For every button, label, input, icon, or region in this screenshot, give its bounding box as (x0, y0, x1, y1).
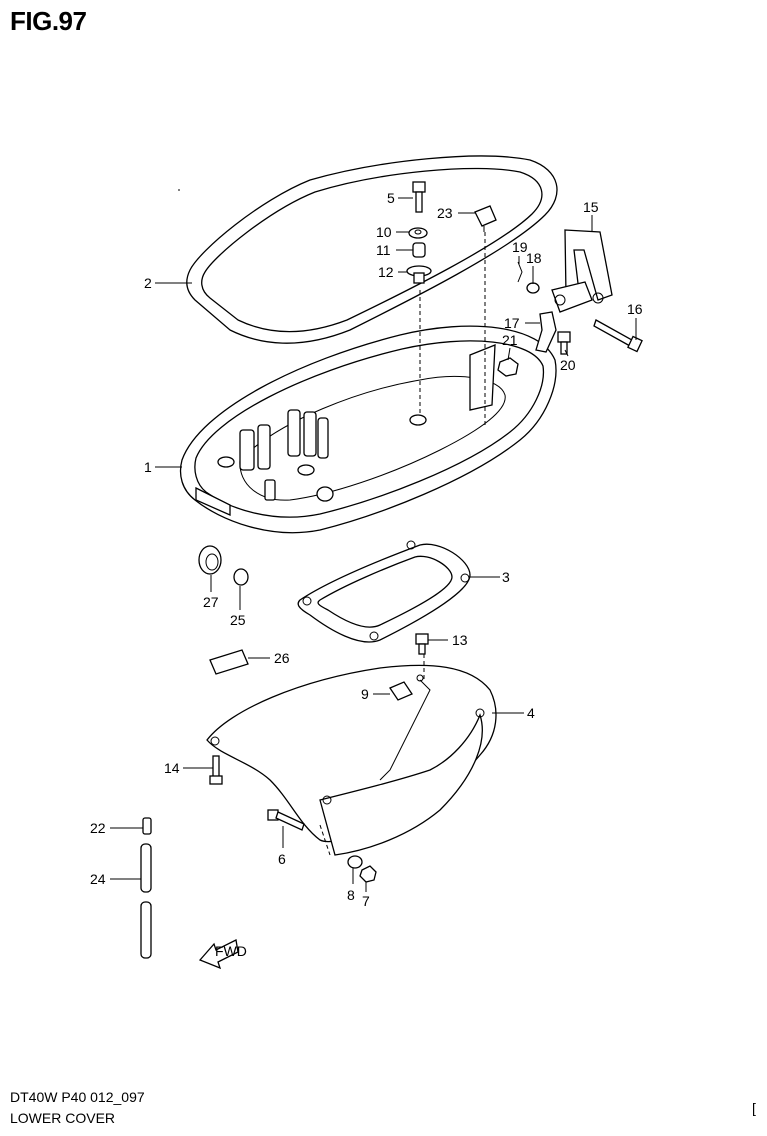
collar-11-part (412, 242, 426, 258)
pin-19-part (517, 261, 523, 283)
callout-22: 22 (90, 820, 106, 836)
figure-title: FIG.97 (10, 6, 87, 36)
callout-4: 4 (527, 705, 535, 721)
callout-27: 27 (203, 594, 219, 610)
bolt-14-part (209, 755, 223, 785)
callout-21: 21 (502, 332, 518, 348)
nut-21-part (497, 357, 519, 377)
corner-mark: [ (752, 1100, 756, 1116)
bracket-15-part (551, 229, 613, 313)
callout-1: 1 (144, 459, 152, 475)
callout-25: 25 (230, 612, 246, 628)
callout-5: 5 (387, 190, 395, 206)
clip-23-part (474, 205, 497, 232)
callout-2: 2 (144, 275, 152, 291)
callout-26: 26 (274, 650, 290, 666)
callout-15: 15 (583, 199, 599, 215)
callout-6: 6 (278, 851, 286, 867)
callout-16: 16 (627, 301, 643, 317)
callout-17: 17 (504, 315, 520, 331)
seal-ring-part (178, 155, 558, 344)
callout-24: 24 (90, 871, 106, 887)
plate-17-part (535, 311, 557, 353)
callout-18: 18 (526, 250, 542, 266)
bolt-20-part (557, 331, 571, 355)
diagram-code: DT40W P40 012_097 (10, 1089, 145, 1105)
nut-7-part (359, 865, 377, 883)
bolt-13-part (415, 633, 429, 655)
hose-24-part (140, 843, 152, 959)
lower-cover-tray-part (179, 325, 557, 534)
callout-12: 12 (378, 264, 394, 280)
gasket-part (297, 540, 471, 643)
bolt-16-part (593, 319, 643, 353)
callout-23: 23 (437, 205, 453, 221)
fwd-label: FWD (215, 943, 247, 959)
pad-26-part (209, 649, 249, 675)
fwd-arrow-icon: FWD (198, 939, 247, 970)
callout-9: 9 (361, 686, 369, 702)
callout-19: 19 (512, 239, 528, 255)
callout-11: 11 (376, 242, 391, 258)
diagram-caption: LOWER COVER (10, 1110, 116, 1126)
clip-9-part (389, 681, 413, 701)
callout-14: 14 (164, 760, 180, 776)
callout-20: 20 (560, 357, 576, 373)
callout-13: 13 (452, 632, 468, 648)
washer-18-part (526, 282, 540, 294)
bolt-5-part (412, 181, 426, 213)
washer-10-part (408, 227, 428, 239)
fitting-22-part (142, 817, 152, 835)
plug-27-part (198, 545, 222, 575)
bottom-shell-part (206, 664, 497, 856)
plug-25-part (233, 568, 249, 586)
callout-8: 8 (347, 887, 355, 903)
washer-8-part (347, 855, 363, 869)
callout-7: 7 (362, 893, 370, 909)
bolt-6-part (267, 809, 305, 831)
grommet-12-part (406, 265, 432, 284)
callout-3: 3 (502, 569, 510, 585)
callout-10: 10 (376, 224, 392, 240)
